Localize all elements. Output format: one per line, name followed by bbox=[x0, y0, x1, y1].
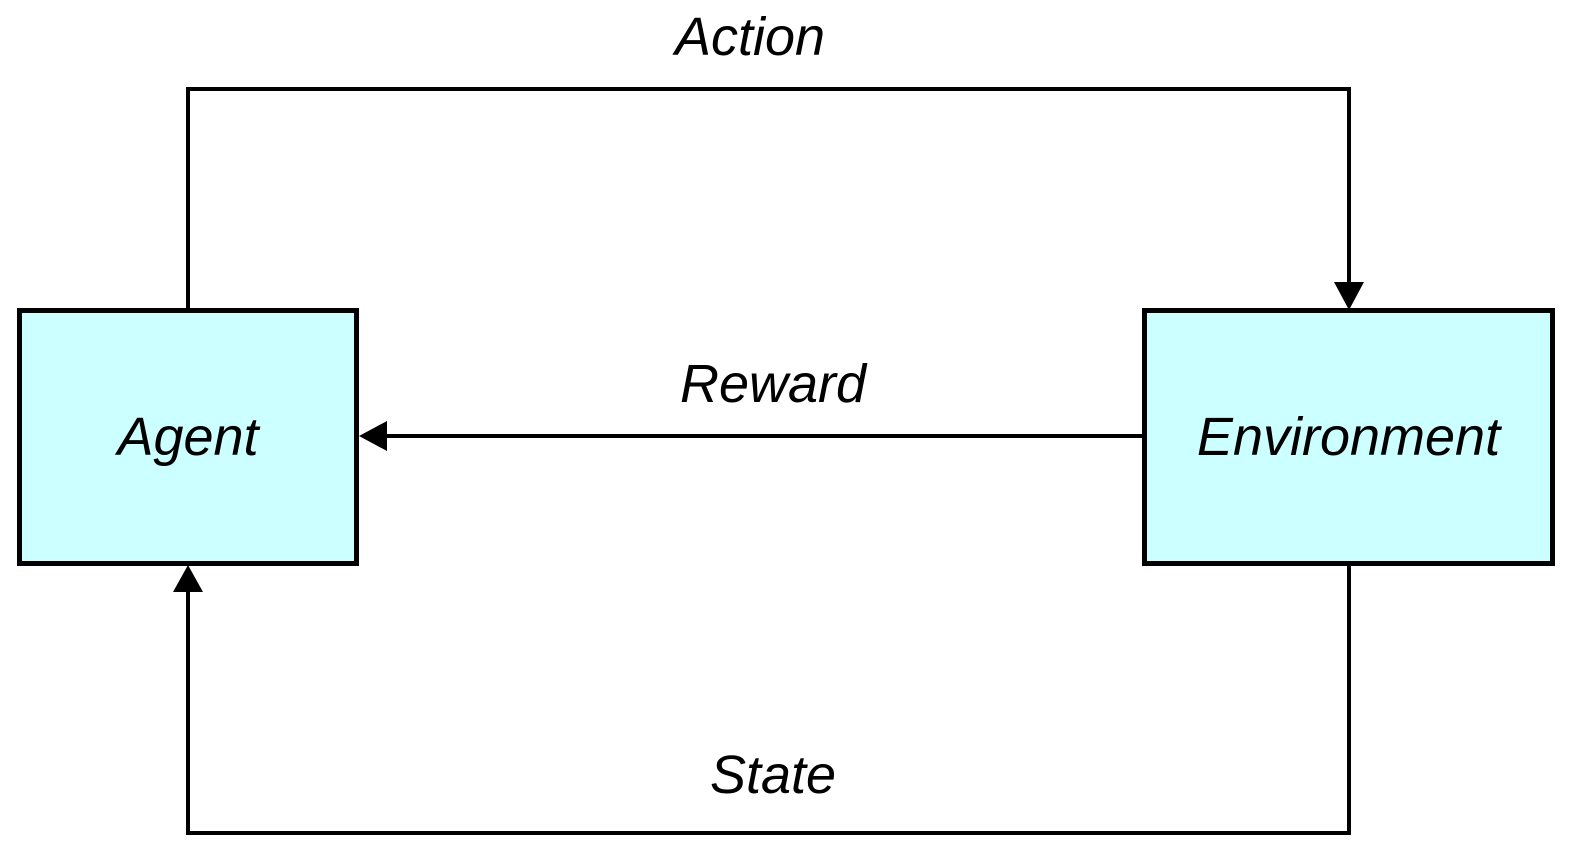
state-label: State bbox=[709, 745, 837, 805]
action-edge bbox=[186, 87, 1351, 308]
reward-arrowhead bbox=[359, 421, 387, 451]
action-arrowhead bbox=[1334, 282, 1364, 310]
action-label: Action bbox=[674, 7, 826, 67]
agent-node: Agent bbox=[17, 308, 359, 566]
environment-node: Environment bbox=[1142, 308, 1555, 566]
agent-label: Agent bbox=[117, 407, 259, 467]
state-arrowhead bbox=[173, 565, 203, 592]
reward-label: Reward bbox=[679, 354, 867, 414]
environment-label: Environment bbox=[1196, 407, 1501, 467]
state-edge bbox=[186, 566, 1351, 835]
